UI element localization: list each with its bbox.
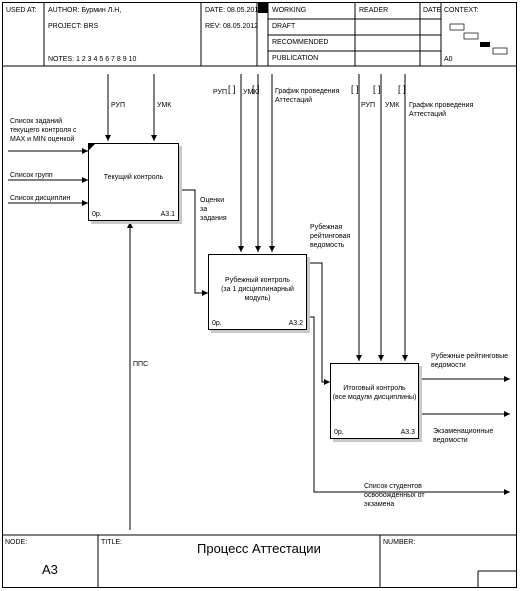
arrow-label-rup-a33: РУП [361, 102, 375, 109]
rev-field: REV: 08.05.2012 [205, 23, 259, 30]
box-title: Рубежный контроль (за 1 дисциплинарный м… [221, 277, 294, 302]
arrow-label-rup-a31: РУП [111, 102, 125, 109]
arrow-label-rup-a32: РУП [213, 89, 227, 96]
tunnel-mark: [ ] [351, 84, 359, 94]
context-node: A0 [444, 56, 453, 63]
status-draft: DRAFT [272, 23, 296, 30]
box-cost: 0р. [212, 320, 222, 327]
tunnel-mark: [ ] [252, 84, 260, 94]
box-number: А3.1 [160, 211, 175, 218]
status-working: WORKING [272, 7, 307, 14]
box-title: Текущий контроль [103, 174, 164, 181]
title-label: TITLE: [101, 539, 123, 546]
arrow-label-grafik-a33: График проведения Аттестаций [409, 102, 474, 118]
box-number: А3.3 [400, 429, 415, 436]
arrow-label-disciplines: Список дисциплин [10, 195, 71, 202]
arrow-label-umk-a32: УМК [243, 89, 258, 96]
project-field: PROJECT: BRS [48, 23, 99, 30]
date-field: DATE: 08.05.2012 [205, 7, 263, 14]
activity-box-a33[interactable]: Итоговый контроль (все модули дисциплины… [330, 363, 419, 439]
notes-field: NOTES: 1 2 3 4 5 6 7 8 9 10 [48, 56, 137, 63]
box-cost: 0р. [92, 211, 102, 218]
number-label: NUMBER: [383, 539, 416, 546]
arrow-label-out-rubezh: Рубежные рейтинговые ведомости [431, 353, 509, 369]
box-cost: 0р. [334, 429, 344, 436]
arrow-label-out-spisok: Список студентов освобожденных от экзаме… [364, 483, 425, 508]
arrow-label-umk-a31: УМК [157, 102, 172, 109]
box-number: А3.2 [288, 320, 303, 327]
arrow-label-groups: Список групп [10, 172, 53, 179]
tunnel-mark: [ ] [228, 84, 236, 94]
activity-box-a31[interactable]: Текущий контроль 0р. А3.1 [88, 143, 179, 221]
status-publication: PUBLICATION [272, 55, 319, 62]
used-at-label: USED AT: [6, 7, 37, 14]
arrow-label-rubezh: Рубежная рейтинговая ведомость [310, 224, 351, 249]
arrow-label-out-exam: Экзаменационные ведомости [433, 428, 494, 444]
tunnel-mark: [ ] [373, 84, 381, 94]
arrow-label-umk-a33: УМК [385, 102, 400, 109]
arrow-label-ocenki: Оценки за задания [200, 197, 227, 222]
activity-box-a32[interactable]: Рубежный контроль (за 1 дисциплинарный м… [208, 254, 307, 330]
arrow-label-grafik-a32: График проведения Аттестаций [275, 88, 340, 104]
arrow-label-pps: ППС [133, 361, 149, 368]
node-value: А3 [42, 562, 58, 577]
reader-label: READER [359, 7, 389, 14]
tunnel-mark: [ ] [398, 84, 406, 94]
author-field: AUTHOR: Бурмин Л.Н, [48, 7, 122, 14]
arrow-label-tasks: Список заданий текущего контроля с MAX и… [10, 118, 77, 143]
status-recommended: RECOMMENDED [272, 39, 329, 46]
node-label: NODE: [5, 539, 28, 546]
date-col-label: DATE [423, 7, 442, 14]
box-corner-mark [89, 144, 95, 150]
context-label: CONTEXT: [444, 7, 479, 14]
page-title: Процесс Аттестации [197, 541, 321, 556]
box-title: Итоговый контроль (все модули дисциплины… [332, 385, 417, 401]
